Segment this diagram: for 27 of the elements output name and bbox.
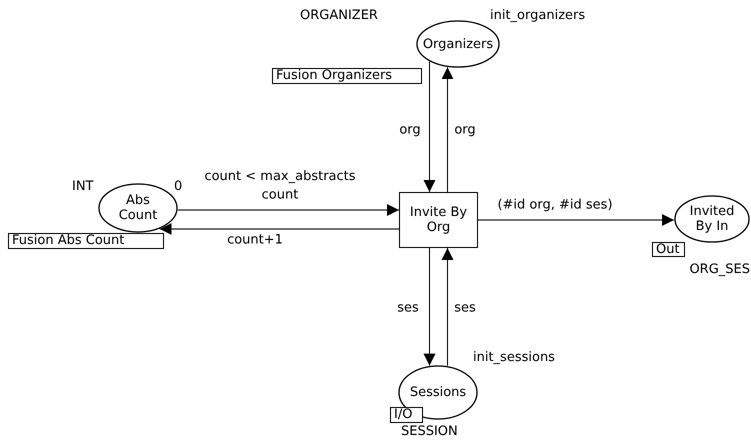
place-label: Invited By In — [688, 204, 736, 234]
fusion-tag: Fusion Abs Count — [8, 233, 164, 249]
place-label: Sessions — [410, 385, 466, 400]
place-ellipse — [674, 195, 750, 243]
fusion-tag: Out — [652, 242, 685, 257]
fusion-tag: I/O — [390, 407, 423, 423]
place-annotation: count < max_abstracts — [204, 169, 356, 184]
arc-arrow — [478, 214, 675, 226]
place-annotation: init_sessions — [473, 350, 555, 365]
arc-arrow — [442, 248, 454, 366]
transition-box — [399, 192, 478, 248]
place-label: Organizers — [422, 36, 494, 52]
place-ellipse — [416, 20, 500, 68]
place-annotation: ORGANIZER — [300, 8, 378, 23]
fusion-tag: Fusion Organizers — [272, 68, 422, 84]
arc-arrow — [177, 204, 400, 216]
arc-arrow — [442, 66, 454, 192]
place-annotation: INT — [72, 179, 94, 194]
place-annotation: init_organizers — [490, 8, 586, 23]
arc-arrow — [424, 61, 436, 192]
place-annotation: 0 — [174, 179, 182, 194]
arc-arrow — [159, 223, 400, 235]
color-set-label: ORG_SES — [689, 262, 750, 277]
place-annotation: SESSION — [401, 424, 458, 439]
arc-arrow — [424, 248, 436, 366]
place-label: Abs Count — [118, 193, 158, 223]
transition-label: Invite By Org — [408, 205, 468, 235]
